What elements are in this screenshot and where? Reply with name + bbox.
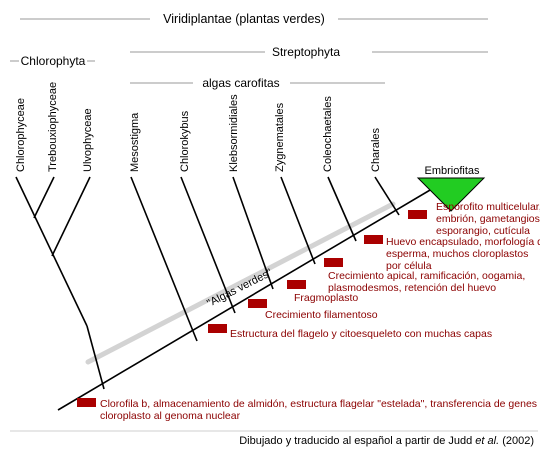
taxon-chlorophyceae: Chlorophyceae (15, 98, 27, 172)
character-marker-6 (364, 235, 383, 244)
character-marker-1 (77, 398, 96, 407)
character-text-5b: plasmodesmos, retención del huevo (328, 282, 496, 294)
character-text-6a: Huevo encapsulado, morfología del (386, 236, 540, 248)
character-text-1b: cloroplasto al genoma nuclear (100, 410, 241, 422)
branch-chlorophyceae (15, 176, 88, 327)
branch-charales (374, 176, 400, 216)
character-text-7c: esporangio, cutícula (436, 225, 530, 237)
streptophyta-label: Streptophyta (272, 45, 340, 59)
character-text-2: Estructura del flagelo y citoesqueleto c… (230, 328, 492, 340)
character-text-5a: Crecimiento apical, ramificación, oogami… (328, 270, 525, 282)
character-text-1a: Clorofila b, almacenamiento de almidón, … (100, 398, 540, 410)
character-text-4: Fragmoplasto (294, 292, 358, 304)
algas-carofitas-label: algas carofitas (202, 76, 279, 90)
branch-chlorophyta-stem (86, 325, 105, 390)
taxon-klebsormidiales: Klebsormidiales (228, 94, 240, 172)
footer-etal: et al. (475, 435, 499, 447)
footer-credit: Dibujado y traducido al español a partir… (239, 435, 534, 447)
character-text-6c: por célula (386, 260, 432, 272)
taxon-charales: Charales (370, 127, 382, 172)
branch-coleochaetales (327, 176, 357, 242)
branch-ulvophyceae (51, 176, 91, 257)
taxon-mesostigma: Mesostigma (129, 112, 141, 172)
character-marker-2 (208, 324, 227, 333)
character-marker-4 (287, 280, 306, 289)
footer-prefix: Dibujado y traducido al español a partir… (239, 435, 475, 447)
character-text-7a: Esporofito multicelular, (436, 201, 540, 213)
character-marker-3 (248, 299, 267, 308)
chlorophyta-label: Chlorophyta (21, 54, 86, 68)
embriofitas-clade-triangle (416, 177, 486, 212)
taxon-chlorokybus: Chlorokybus (179, 110, 191, 172)
branch-klebsormidiales (232, 176, 274, 290)
character-text-6b: esperma, muchos cloroplastos (386, 248, 528, 260)
branch-zygnematales (280, 176, 316, 265)
branch-mesostigma (130, 176, 198, 342)
embriofitas-label: Embriofitas (424, 165, 480, 177)
taxon-zygnematales: Zygnematales (274, 102, 286, 172)
taxon-trebouxiophyceae: Trebouxiophyceae (47, 82, 59, 172)
algas-verdes-band (85, 201, 396, 365)
viridiplantae-label: Viridiplantae (plantas verdes) (163, 12, 325, 26)
footer-suffix: (2002) (499, 435, 534, 447)
character-marker-7 (408, 210, 427, 219)
branch-chlorokybus (180, 176, 236, 314)
branch-trebouxiophyceae (33, 176, 55, 219)
taxon-ulvophyceae: Ulvophyceae (82, 108, 94, 172)
backbone (57, 179, 448, 411)
character-marker-5 (324, 258, 343, 267)
taxon-coleochaetales: Coleochaetales (322, 96, 334, 172)
character-text-7b: embrión, gametangios, (436, 213, 540, 225)
character-text-3: Crecimiento filamentoso (265, 309, 378, 321)
